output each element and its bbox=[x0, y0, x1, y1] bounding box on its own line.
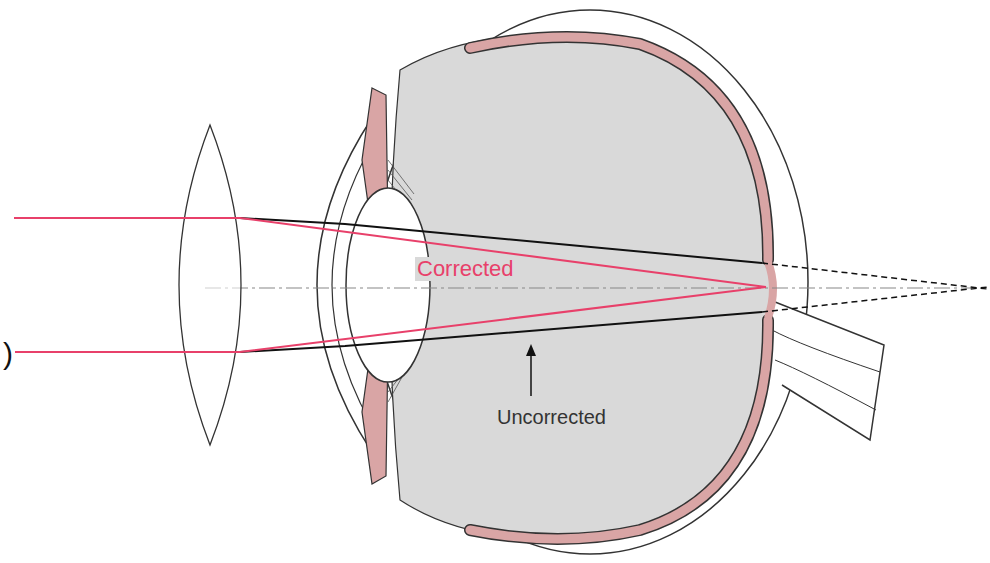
virtual-focus-rays bbox=[762, 263, 988, 312]
sclera bbox=[372, 10, 808, 554]
crystalline-lens bbox=[346, 188, 430, 382]
ray-label: Corrected bbox=[415, 257, 516, 281]
pointer-head bbox=[526, 344, 536, 356]
optic-nerve-fibres bbox=[772, 330, 880, 410]
pointer-line bbox=[530, 352, 532, 396]
edge-fragment: ) bbox=[1, 337, 15, 370]
optic-nerve bbox=[770, 300, 884, 440]
corrected-ray bbox=[14, 287, 766, 352]
optical-axis bbox=[205, 287, 988, 288]
corrected-ray bbox=[14, 218, 766, 287]
vitreous-body bbox=[390, 35, 770, 539]
ray-label: Uncorrected bbox=[495, 406, 608, 428]
fovea bbox=[768, 262, 773, 318]
uncorrected-ray bbox=[240, 312, 762, 352]
corrective-lens bbox=[179, 125, 241, 445]
